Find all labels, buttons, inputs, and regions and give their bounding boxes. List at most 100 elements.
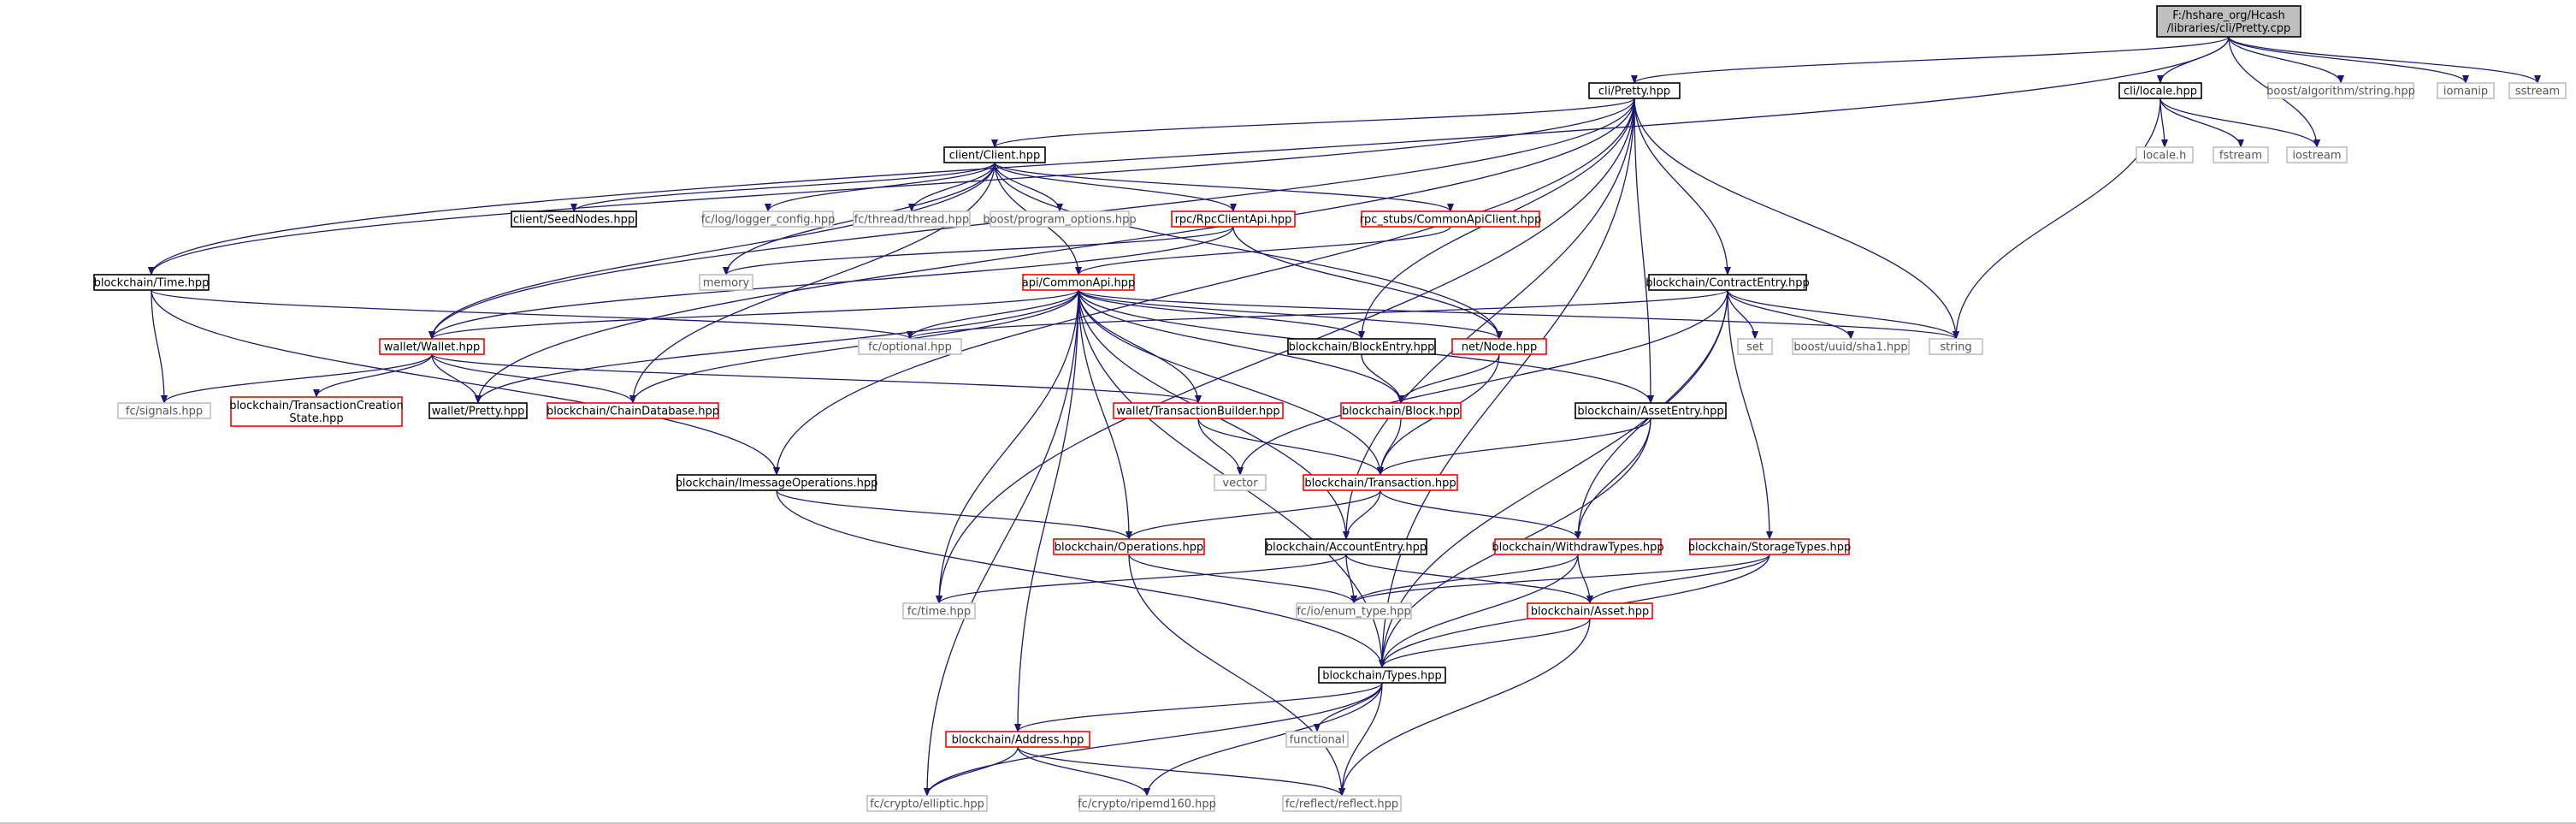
node-walletpretty[interactable]: wallet/Pretty.hpp bbox=[428, 402, 528, 419]
edge-time-to-optional bbox=[151, 289, 913, 340]
node-box-optional bbox=[858, 338, 962, 355]
node-box-operations bbox=[1053, 538, 1205, 555]
edge-address-to-elliptic bbox=[924, 746, 1019, 797]
node-label-node: net/Node.hpp bbox=[1462, 341, 1538, 354]
edge-wallet-to-txcreation bbox=[313, 353, 433, 398]
node-label-walletpretty: wallet/Pretty.hpp bbox=[432, 406, 525, 418]
edge-cli_pretty-to-types bbox=[1379, 98, 1635, 668]
node-storagetypes[interactable]: blockchain/StorageTypes.hpp bbox=[1688, 538, 1851, 555]
edge-wallet-to-chaindatabase bbox=[431, 353, 636, 404]
edge-root-to-iomanip bbox=[2228, 36, 2469, 84]
node-types[interactable]: blockchain/Types.hpp bbox=[1318, 667, 1446, 684]
node-label-reflect: fc/reflect/reflect.hpp bbox=[1285, 798, 1398, 811]
node-box-program_options bbox=[990, 210, 1130, 228]
edge-cli_locale-to-fstream bbox=[2159, 98, 2244, 148]
node-operations[interactable]: blockchain/Operations.hpp bbox=[1053, 538, 1205, 555]
node-string: string bbox=[1929, 338, 1983, 355]
node-label-operations: blockchain/Operations.hpp bbox=[1055, 542, 1203, 554]
node-box-time bbox=[93, 274, 210, 291]
node-asset[interactable]: blockchain/Asset.hpp bbox=[1527, 602, 1653, 619]
node-assetentry[interactable]: blockchain/AssetEntry.hpp bbox=[1575, 402, 1727, 419]
edge-types-to-functional bbox=[1314, 682, 1383, 732]
node-box-memory bbox=[699, 274, 753, 291]
node-contractentry[interactable]: blockchain/ContractEntry.hpp bbox=[1645, 274, 1810, 291]
node-box-imessageops bbox=[676, 474, 877, 491]
edge-cli_locale-to-iostream bbox=[2159, 98, 2320, 148]
node-address[interactable]: blockchain/Address.hpp bbox=[945, 731, 1090, 748]
node-box-iomanip bbox=[2437, 82, 2495, 99]
node-client[interactable]: client/Client.hpp bbox=[943, 146, 1046, 163]
node-blockentry[interactable]: blockchain/BlockEntry.hpp bbox=[1287, 338, 1436, 355]
node-chaindatabase[interactable]: blockchain/ChainDatabase.hpp bbox=[547, 402, 719, 419]
edge-commonapiclient-to-commonapi bbox=[1075, 226, 1451, 276]
edge-time-to-signals bbox=[151, 289, 168, 404]
node-box-fstream bbox=[2213, 146, 2269, 163]
edge-contractentry-to-vector bbox=[1237, 289, 1728, 476]
node-commonapi[interactable]: api/CommonApi.hpp bbox=[1022, 274, 1135, 291]
node-program_options: boost/program_options.hpp bbox=[983, 210, 1137, 228]
node-label-contractentry: blockchain/ContractEntry.hpp bbox=[1645, 277, 1810, 290]
node-label-accountentry: blockchain/AccountEntry.hpp bbox=[1266, 542, 1427, 554]
node-wallet[interactable]: wallet/Wallet.hpp bbox=[379, 338, 485, 355]
node-box-root bbox=[2156, 5, 2301, 38]
edge-txbuilder-to-vector bbox=[1197, 418, 1244, 476]
node-box-reflect bbox=[1282, 795, 1402, 812]
node-box-address bbox=[945, 731, 1090, 748]
node-label-rpcclientapi: rpc/RpcClientApi.hpp bbox=[1175, 214, 1292, 227]
node-txbuilder[interactable]: wallet/TransactionBuilder.hpp bbox=[1113, 402, 1284, 419]
node-box-wallet bbox=[379, 338, 485, 355]
node-box-set bbox=[1737, 338, 1773, 355]
node-thread: fc/thread/thread.hpp bbox=[853, 210, 971, 228]
node-label-boost_string: boost/algorithm/string.hpp bbox=[2266, 86, 2415, 98]
edge-storagetypes-to-enumtype bbox=[1350, 554, 1770, 604]
node-label-txcreation: blockchain/TransactionCreation bbox=[229, 400, 403, 412]
edge-root-to-sstream bbox=[2228, 36, 2541, 84]
edge-contractentry-to-set bbox=[1727, 289, 1758, 340]
edge-transaction-to-withdrawtypes bbox=[1380, 489, 1581, 540]
node-label-sstream: sstream bbox=[2515, 86, 2560, 98]
bottom-border bbox=[0, 822, 2576, 824]
edge-rpcclientapi-to-memory bbox=[723, 226, 1234, 276]
node-block[interactable]: blockchain/Block.hpp bbox=[1340, 402, 1462, 419]
node-label-thread: fc/thread/thread.hpp bbox=[854, 214, 970, 227]
node-rpcclientapi[interactable]: rpc/RpcClientApi.hpp bbox=[1171, 210, 1296, 228]
node-transaction[interactable]: blockchain/Transaction.hpp bbox=[1303, 474, 1458, 491]
node-boost_string: boost/algorithm/string.hpp bbox=[2266, 82, 2415, 99]
node-sstream: sstream bbox=[2508, 82, 2567, 99]
edge-accountentry-to-enumtype bbox=[1345, 554, 1357, 604]
node-accountentry[interactable]: blockchain/AccountEntry.hpp bbox=[1265, 538, 1427, 555]
edge-types-to-ripemd bbox=[1143, 682, 1383, 797]
node-node[interactable]: net/Node.hpp bbox=[1451, 338, 1547, 355]
node-label-signals: fc/signals.hpp bbox=[126, 406, 203, 418]
edge-cli_pretty-to-walletpretty bbox=[475, 98, 1635, 404]
edge-node-to-block bbox=[1397, 353, 1500, 404]
node-elliptic: fc/crypto/elliptic.hpp bbox=[866, 795, 988, 812]
node-withdrawtypes[interactable]: blockchain/WithdrawTypes.hpp bbox=[1492, 538, 1664, 555]
node-box-string bbox=[1929, 338, 1983, 355]
edge-root-to-cli_pretty bbox=[1631, 36, 2230, 84]
edge-client-to-node bbox=[994, 162, 1503, 340]
node-root[interactable]: F:/hshare_org/Hcash/libraries/cli/Pretty… bbox=[2156, 5, 2301, 38]
edge-storagetypes-to-asset bbox=[1586, 554, 1770, 604]
node-seednodes[interactable]: client/SeedNodes.hpp bbox=[511, 210, 637, 228]
node-cli_locale[interactable]: cli/locale.hpp bbox=[2118, 82, 2202, 99]
node-iostream: iostream bbox=[2286, 146, 2348, 163]
node-box-blockentry bbox=[1287, 338, 1436, 355]
node-box-contractentry bbox=[1648, 274, 1807, 291]
node-box-types bbox=[1318, 667, 1446, 684]
node-imessageops[interactable]: blockchain/ImessageOperations.hpp bbox=[676, 474, 878, 491]
node-box-fctime bbox=[902, 602, 976, 619]
node-box-cli_pretty bbox=[1588, 82, 1681, 99]
edge-assetentry-to-transaction bbox=[1377, 418, 1651, 476]
edge-types-to-address bbox=[1014, 682, 1383, 732]
edge-time-to-imessageops bbox=[151, 289, 780, 476]
node-box-chaindatabase bbox=[547, 402, 719, 419]
node-set: set bbox=[1737, 338, 1773, 355]
node-commonapiclient[interactable]: rpc_stubs/CommonApiClient.hpp bbox=[1360, 210, 1542, 228]
node-label-chaindatabase: blockchain/ChainDatabase.hpp bbox=[547, 406, 719, 418]
node-time[interactable]: blockchain/Time.hpp bbox=[93, 274, 210, 291]
node-label-root: /libraries/cli/Pretty.cpp bbox=[2167, 22, 2291, 35]
node-label-locale_h: locale.h bbox=[2143, 150, 2187, 163]
node-cli_pretty[interactable]: cli/Pretty.hpp bbox=[1588, 82, 1681, 99]
